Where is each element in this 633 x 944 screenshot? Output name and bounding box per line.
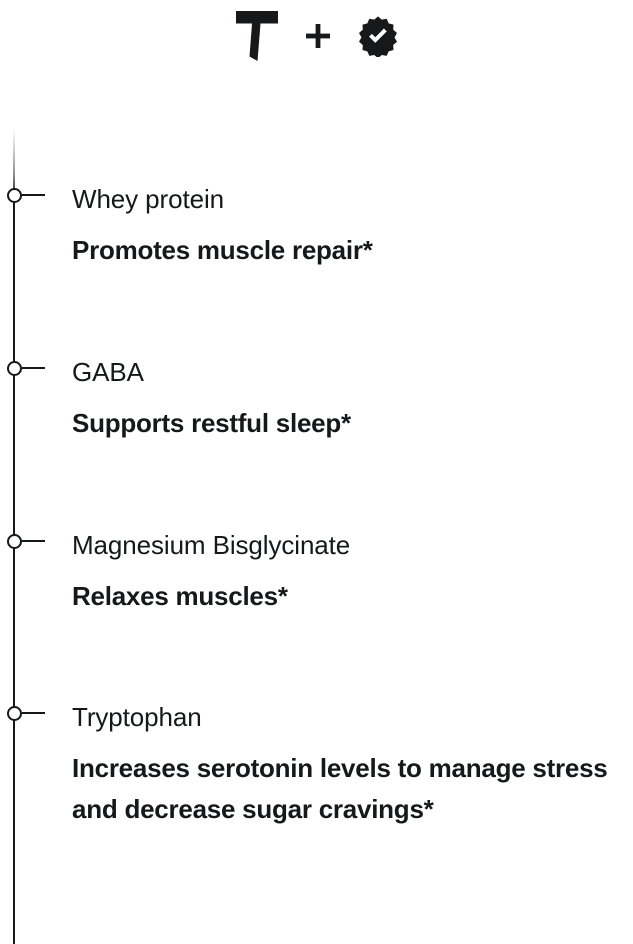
plus-icon [305, 24, 330, 48]
letter-t-logo-icon [235, 11, 278, 61]
verified-check-badge-icon [358, 16, 397, 57]
ingredient-benefit: Supports restful sleep* [72, 408, 351, 438]
timeline-marker [0, 184, 52, 206]
timeline-marker [0, 702, 52, 724]
ingredient-name: Whey protein [72, 184, 224, 214]
ingredient-name: Tryptophan [72, 702, 202, 732]
timeline-marker-tick [22, 540, 45, 542]
timeline-entry-body: GABA Supports restful sleep* [72, 357, 632, 444]
ingredient-name: Magnesium Bisglycinate [72, 530, 351, 560]
timeline-entry-body: Magnesium Bisglycinate Relaxes muscles* [72, 530, 632, 617]
brand-header [0, 0, 633, 72]
timeline-marker [0, 530, 52, 552]
timeline-marker-tick [22, 367, 45, 369]
timeline-marker-circle-icon [7, 534, 22, 549]
timeline-marker-circle-icon [7, 706, 22, 721]
timeline-marker-circle-icon [7, 188, 22, 203]
timeline-entry-body: Tryptophan Increases serotonin levels to… [72, 702, 632, 830]
timeline-marker-tick [22, 194, 45, 196]
timeline-entry-body: Whey protein Promotes muscle repair* [72, 184, 632, 271]
ingredient-benefit: Increases serotonin levels to manage str… [72, 753, 608, 824]
timeline-marker-circle-icon [7, 361, 22, 376]
ingredient-name: GABA [72, 357, 144, 387]
ingredient-benefit: Promotes muscle repair* [72, 235, 373, 265]
ingredient-benefit: Relaxes muscles* [72, 581, 288, 611]
timeline-marker [0, 357, 52, 379]
timeline-marker-tick [22, 712, 45, 714]
